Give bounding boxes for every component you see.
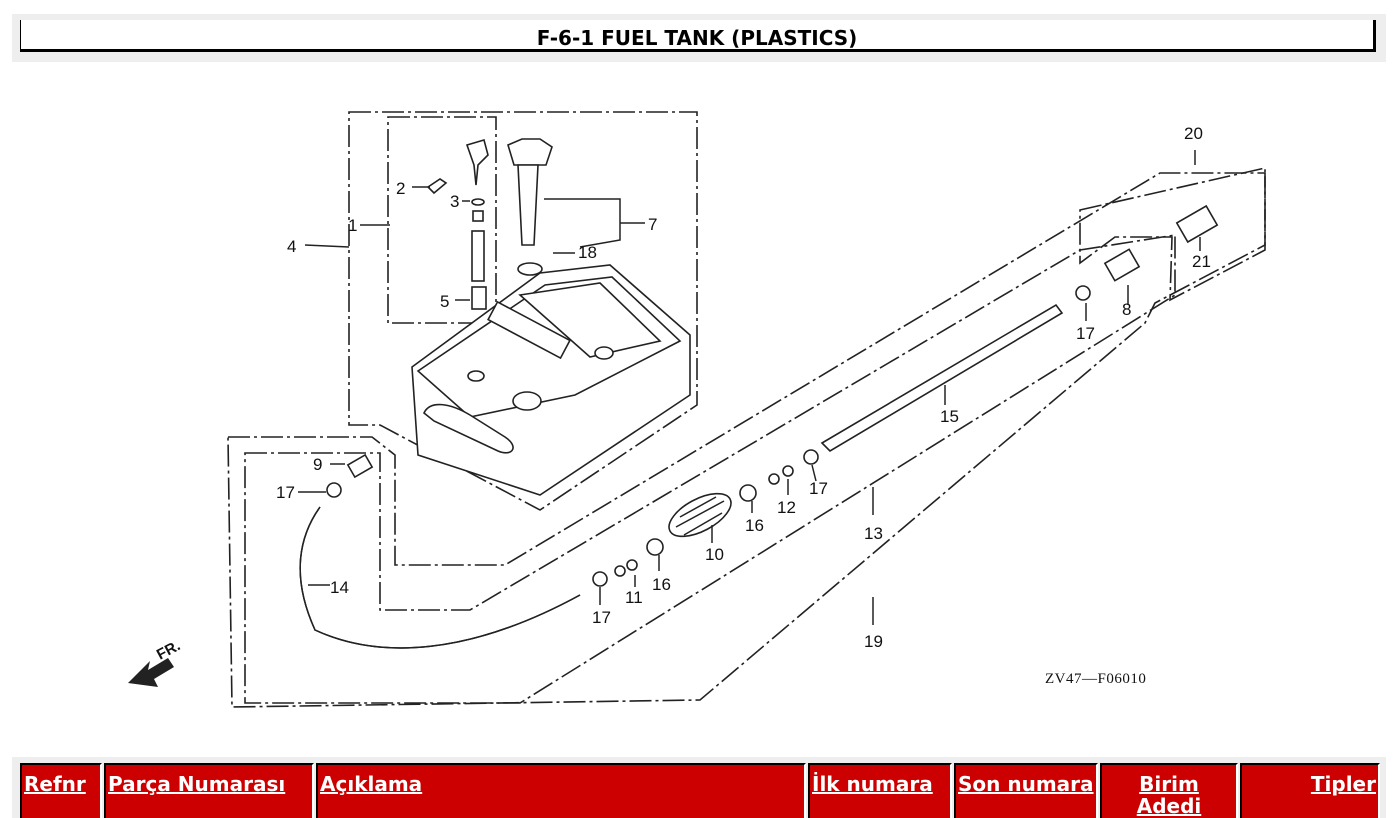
- title-bar: F-6-1 FUEL TANK (PLASTICS): [12, 14, 1386, 62]
- callout-21: 21: [1192, 252, 1211, 271]
- table-header-row: Refnr Parça Numarası Açıklama İlk numara…: [20, 763, 1380, 818]
- diagram-code: ZV47—F06010: [1045, 671, 1146, 687]
- callout-15: 15: [940, 407, 959, 426]
- fuel-gauge: [507, 138, 553, 276]
- fuel-tank: [411, 264, 691, 496]
- tank-assembly-outline: [348, 111, 698, 511]
- header-types[interactable]: Tipler: [1240, 763, 1380, 818]
- connector-outline: [1079, 166, 1266, 302]
- callout-9: 9: [313, 455, 322, 474]
- hose-inner-outline: [244, 234, 1176, 704]
- header-unit-quantity[interactable]: Birim Adedi: [1100, 763, 1238, 818]
- callout-12: 12: [777, 498, 796, 517]
- callout-1: 1: [348, 216, 357, 235]
- header-description[interactable]: Açıklama: [316, 763, 806, 818]
- callout-7: 7: [648, 215, 657, 234]
- svg-text:FR.: FR.: [154, 637, 183, 663]
- callout-19: 19: [864, 632, 883, 651]
- header-first-number[interactable]: İlk numara: [808, 763, 952, 818]
- callout-17b: 17: [592, 608, 611, 627]
- callout-17a: 17: [276, 483, 295, 502]
- primer-bulb: [668, 492, 732, 538]
- header-refnr[interactable]: Refnr: [20, 763, 102, 818]
- callout-13: 13: [864, 524, 883, 543]
- callout-8: 8: [1122, 300, 1131, 319]
- callout-16b: 16: [745, 516, 764, 535]
- callout-5: 5: [440, 292, 449, 311]
- callout-18: 18: [578, 243, 597, 262]
- callout-4: 4: [287, 237, 296, 256]
- callout-2: 2: [396, 179, 405, 198]
- callout-20: 20: [1184, 124, 1203, 143]
- callout-11: 11: [625, 588, 643, 607]
- hose-assembly-outline: [227, 172, 1266, 708]
- callout-14: 14: [330, 578, 349, 597]
- header-part-number[interactable]: Parça Numarası: [104, 763, 314, 818]
- cap-parts: [426, 139, 489, 310]
- header-last-number[interactable]: Son numara: [954, 763, 1098, 818]
- page-title: F-6-1 FUEL TANK (PLASTICS): [20, 20, 1376, 52]
- callout-17d: 17: [1076, 324, 1095, 343]
- front-direction-arrow: FR.: [128, 637, 183, 687]
- callout-16a: 16: [652, 575, 671, 594]
- leader-lines: [298, 150, 1201, 625]
- callout-labels: 1 2 3 4 5 7 8 9 10 11 12 13 14 15 16 16 …: [276, 124, 1211, 651]
- callout-10: 10: [705, 545, 724, 564]
- hose-long: [820, 303, 1064, 453]
- parts-diagram: 1 2 3 4 5 7 8 9 10 11 12 13 14 15 16 16 …: [128, 111, 1266, 708]
- parts-table: Refnr Parça Numarası Açıklama İlk numara…: [12, 757, 1386, 818]
- hose-fittings: [326, 204, 1219, 587]
- callout-17c: 17: [809, 479, 828, 498]
- callout-3: 3: [450, 192, 459, 211]
